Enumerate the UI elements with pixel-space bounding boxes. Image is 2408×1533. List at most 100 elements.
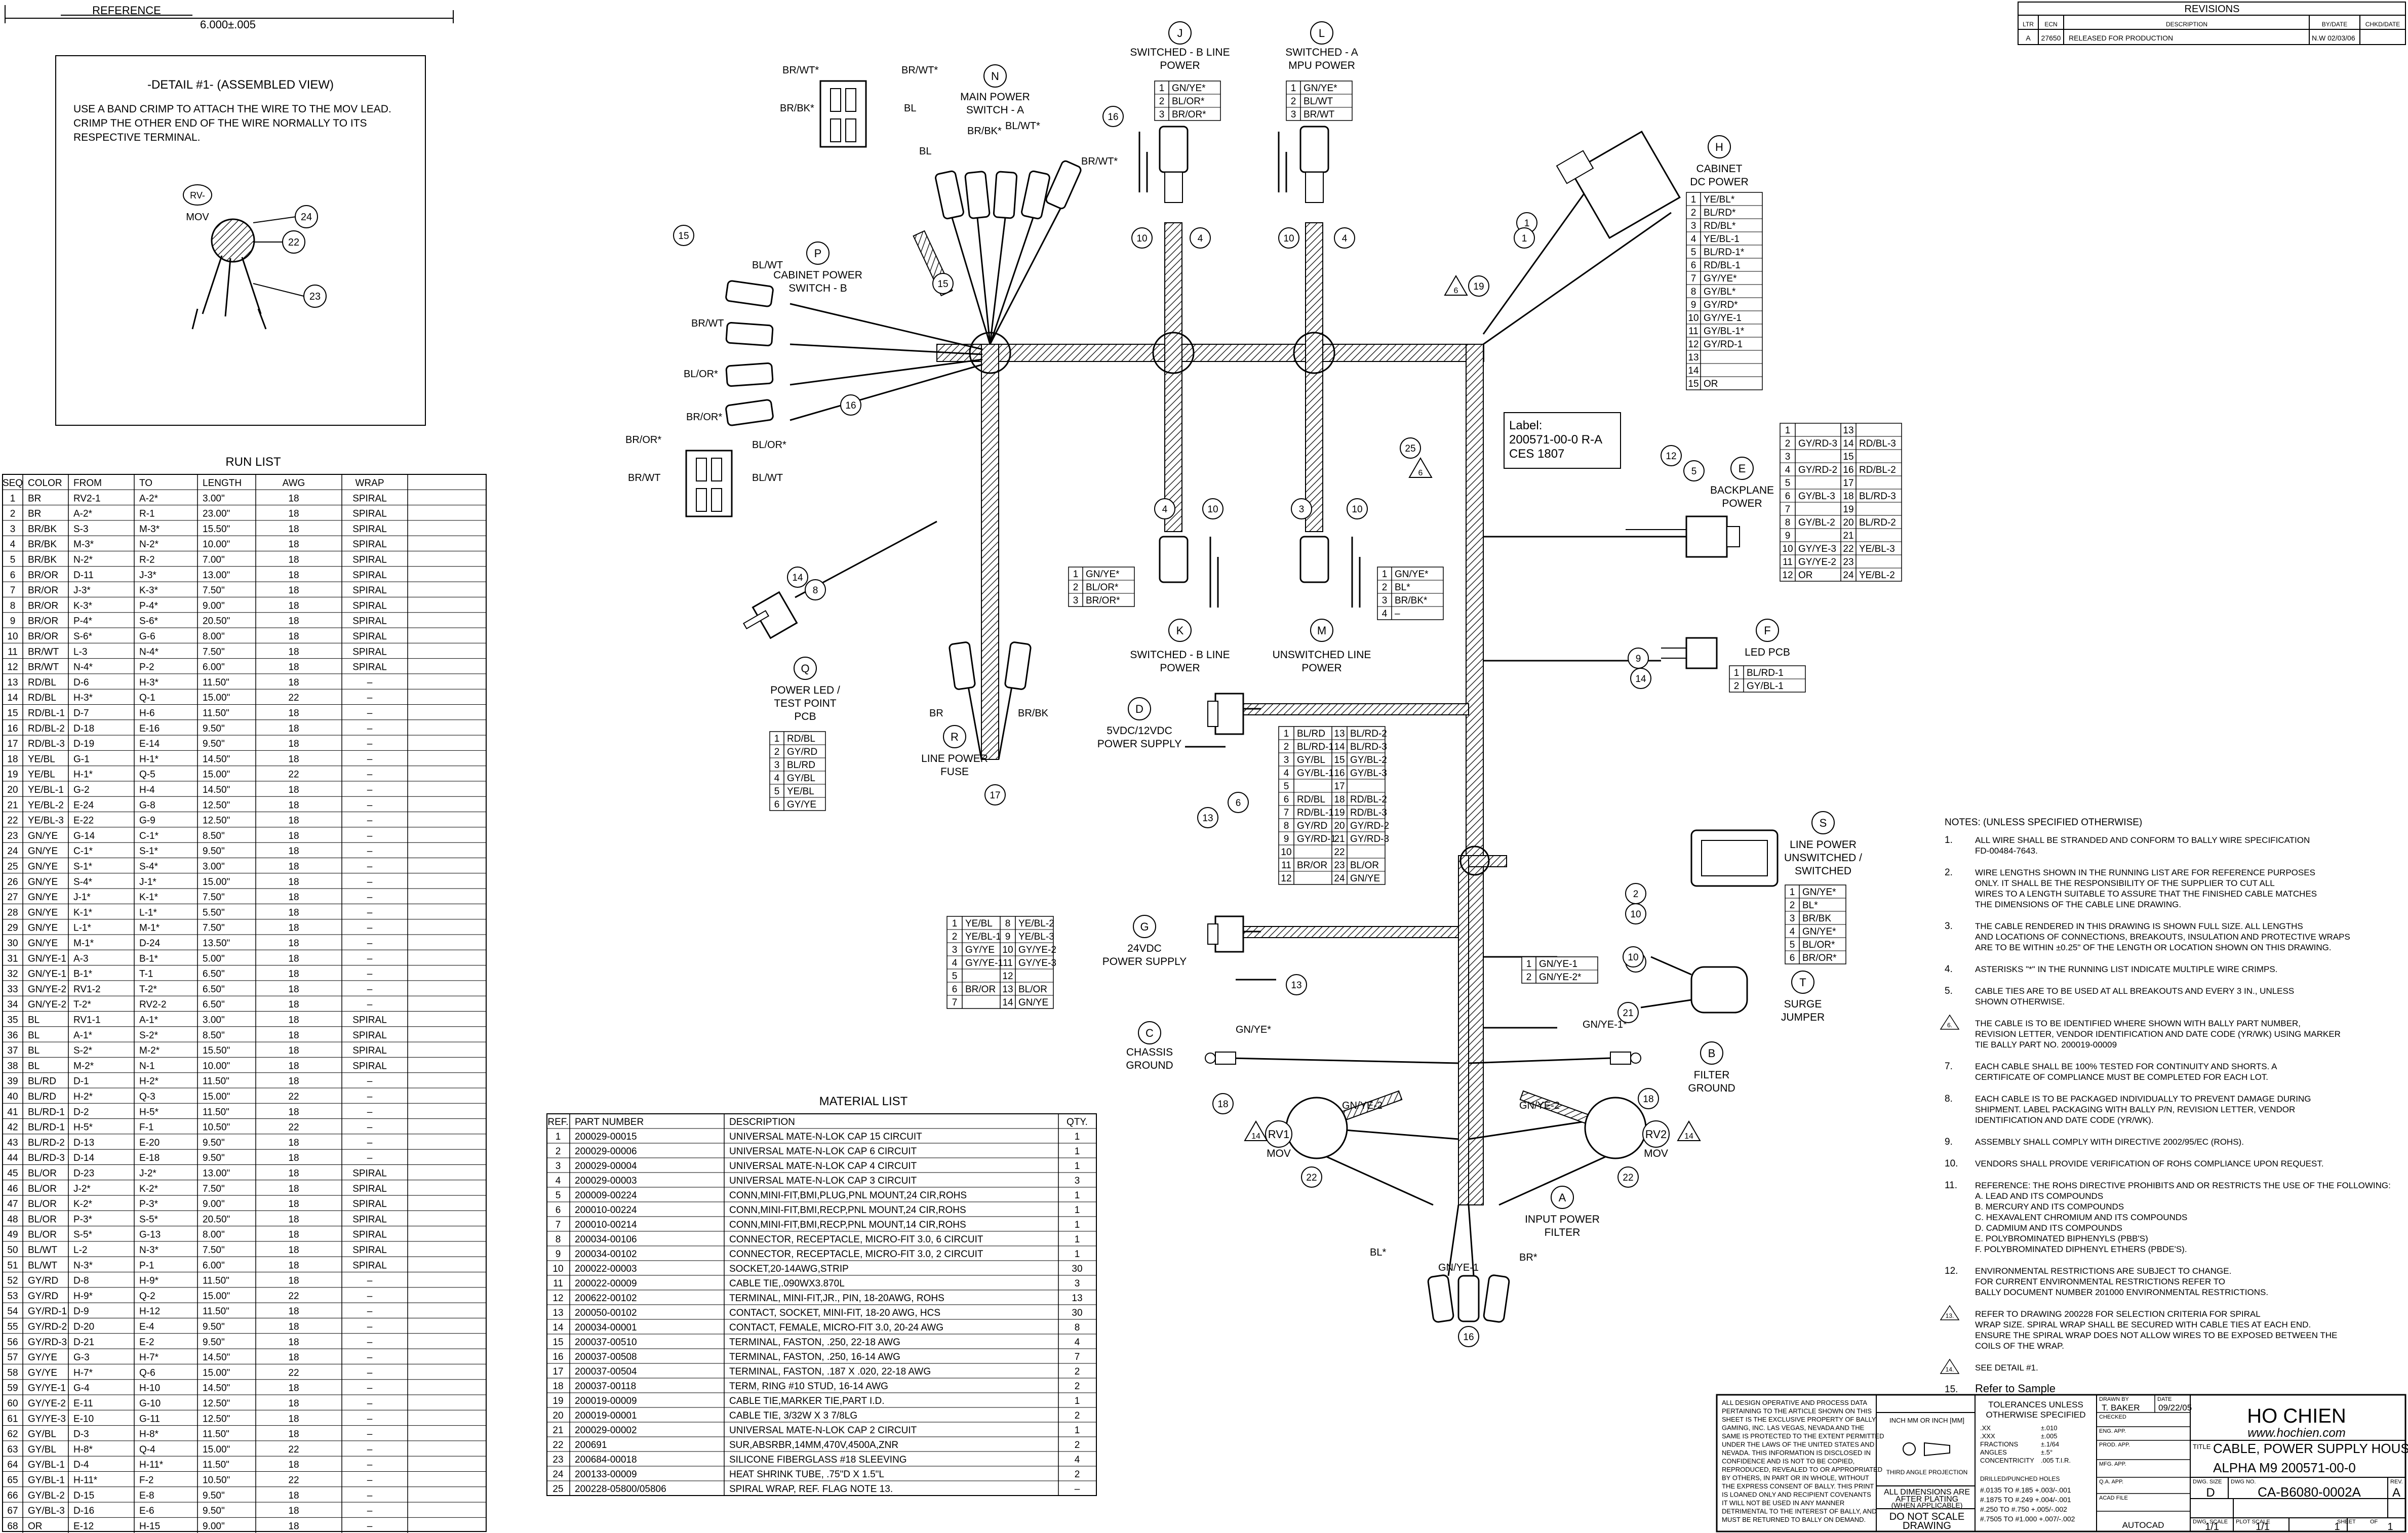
pin-number: 4 — [1284, 768, 1289, 779]
pin-number: 8 — [1005, 918, 1011, 929]
pin-number: 7 — [1691, 273, 1696, 284]
run-cell: 18 — [288, 816, 299, 826]
pin-number: 6 — [952, 984, 958, 995]
note-line: EACH CABLE IS TO BE PACKAGED INDIVIDUALL… — [1975, 1094, 2311, 1104]
run-cell: N-2* — [73, 555, 93, 566]
run-cell: 8.50" — [203, 831, 225, 841]
run-cell: A-1* — [73, 1030, 93, 1041]
run-cell: – — [367, 1107, 373, 1117]
wire-label: BL/OR* — [752, 439, 786, 451]
pin-number: 23 — [1334, 860, 1345, 871]
pin-number: 11 — [1281, 860, 1291, 871]
run-cell: 20.50" — [203, 1214, 230, 1225]
pin-number: 3 — [1790, 913, 1795, 924]
run-cell: SPIRAL — [352, 1184, 387, 1194]
switch-p-terminals — [685, 280, 983, 517]
run-cell: H-4 — [139, 785, 155, 795]
pin-wire: GY/YE-1 — [965, 958, 1003, 969]
pin-number: 5 — [1691, 247, 1696, 258]
run-cell: SPIRAL — [352, 1199, 387, 1209]
run-seq: 48 — [7, 1214, 18, 1225]
callout-number: 3 — [1299, 504, 1305, 515]
run-cell: 18 — [288, 1460, 299, 1470]
ground-terminals — [1205, 1052, 1647, 1206]
pin-wire: GY/BL-3 — [1798, 491, 1835, 502]
run-cell: SPIRAL — [352, 662, 387, 673]
run-cell: BL/RD-1 — [28, 1107, 65, 1117]
drawn-date: 09/22/05 — [2158, 1403, 2192, 1413]
material-cell: 2 — [556, 1146, 561, 1157]
callout-number: 5 — [1691, 466, 1697, 477]
run-cell: GN/YE — [28, 907, 58, 918]
pin-wire: GN/YE — [1018, 997, 1048, 1008]
pin-wire: GY/BL-1 — [1747, 681, 1784, 692]
component-letter: G — [1140, 920, 1149, 933]
note-line: D. CADMIUM AND ITS COMPOUNDS — [1975, 1223, 2122, 1233]
pin-wire: GY/BL — [787, 773, 815, 784]
run-cell: 18 — [288, 708, 299, 719]
run-cell: 18 — [288, 647, 299, 657]
run-cell: 22 — [288, 693, 299, 703]
run-cell: 10.00" — [203, 1061, 230, 1071]
run-seq: 17 — [7, 739, 18, 749]
pin-number: 12 — [1002, 971, 1013, 982]
pin-number: 1 — [1785, 425, 1791, 436]
run-seq: 67 — [7, 1506, 18, 1516]
run-seq: 60 — [7, 1398, 18, 1409]
run-cell: K-3* — [139, 585, 159, 596]
pin-number: 1 — [1734, 668, 1740, 678]
callout-number: 8 — [813, 585, 818, 596]
material-header: PART NUMBER — [575, 1117, 644, 1127]
pin-wire: GY/BL-2 — [1798, 517, 1835, 528]
run-cell: 12.50" — [203, 816, 230, 826]
pin-wire: RD/BL-2 — [1350, 794, 1387, 805]
material-cell: UNIVERSAL MATE-N-LOK CAP 4 CIRCUIT — [729, 1161, 917, 1172]
run-cell: SPIRAL — [352, 524, 387, 535]
pin-number: 11 — [1783, 557, 1793, 568]
material-cell: 200034-00102 — [575, 1249, 637, 1260]
run-cell: 18 — [288, 539, 299, 550]
component-title: SWITCHED - B LINE — [1130, 47, 1230, 58]
run-cell: YE/BL-3 — [28, 816, 64, 826]
material-cell: 4 — [556, 1176, 561, 1186]
run-cell: – — [367, 1460, 373, 1470]
run-cell: D-14 — [73, 1153, 95, 1163]
pin-wire: GY/YE — [787, 799, 816, 810]
pin-number: 5 — [1284, 781, 1289, 792]
material-cell: 200029-00004 — [575, 1161, 637, 1172]
run-cell: 11.50" — [203, 1276, 229, 1286]
run-cell: 18 — [288, 1506, 299, 1516]
run-cell: – — [367, 1153, 373, 1163]
run-cell: H-1* — [73, 770, 93, 780]
run-cell: GN/YE — [28, 938, 58, 949]
run-cell: 15.00" — [203, 1367, 230, 1378]
notes: NOTES: (UNLESS SPECIFIED OTHERWISE)1.ALL… — [1940, 817, 2391, 1395]
proprietary-line: GAMING, INC. LAS VEGAS, NEVADA AND THE — [1722, 1424, 1865, 1432]
run-cell: – — [367, 693, 373, 703]
run-seq: 14 — [7, 693, 18, 703]
run-cell: P-3* — [139, 1199, 159, 1209]
pin-number: 19 — [1843, 504, 1853, 515]
run-cell: H-5* — [139, 1107, 159, 1117]
material-cell: 1 — [1075, 1249, 1080, 1260]
component-letter: J — [1177, 27, 1183, 39]
callout-number: 1 — [1524, 218, 1530, 229]
label-line: 200571-00-0 R-A — [1509, 433, 1602, 447]
note-number: 1. — [1945, 835, 1953, 845]
pin-wire: RD/BL-1 — [1704, 260, 1741, 271]
run-cell: 18 — [288, 1045, 299, 1056]
pin-wire: OR — [1798, 570, 1813, 581]
pin-number: 15 — [1843, 452, 1853, 462]
callout-15: 15 — [932, 273, 954, 294]
run-seq: 22 — [7, 816, 18, 826]
run-seq: 13 — [7, 677, 18, 688]
pin-number: 5 — [1790, 940, 1795, 950]
run-cell: BL/WT — [28, 1245, 57, 1256]
run-seq: 15 — [7, 708, 18, 719]
run-cell: RD/BL — [28, 693, 56, 703]
run-cell: S-3 — [73, 524, 89, 535]
proprietary-line: THE EXPRESS CONSENT OF BALLY. THIS PRINT — [1722, 1482, 1874, 1490]
material-cell: UNIVERSAL MATE-N-LOK CAP 2 CIRCUIT — [729, 1425, 917, 1436]
callout-number: 16 — [1463, 1332, 1474, 1343]
